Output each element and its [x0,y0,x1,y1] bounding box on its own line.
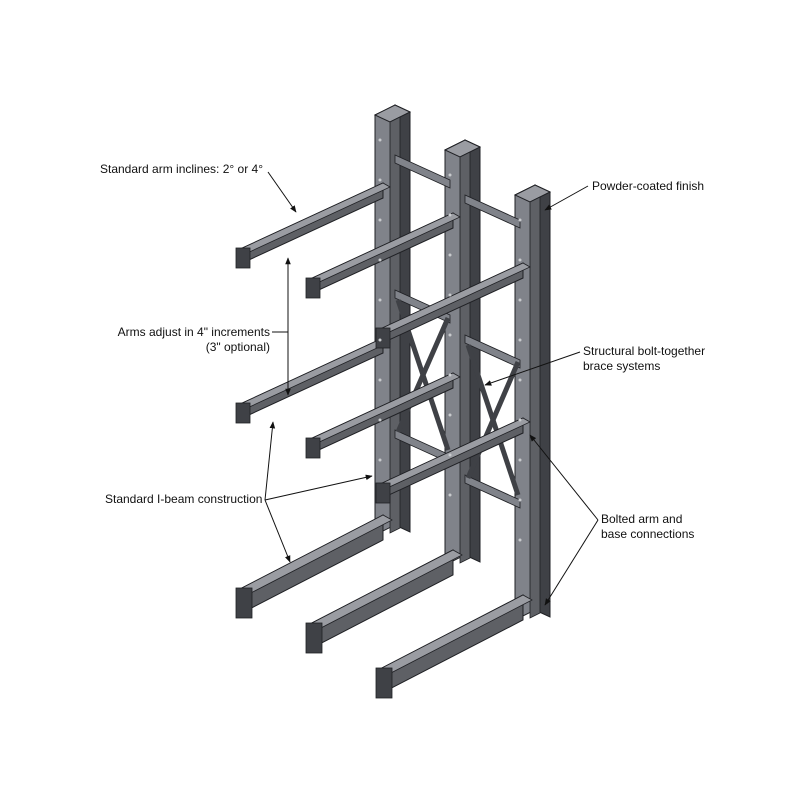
callout-powder-coated: Powder-coated finish [592,179,704,194]
callout-arm-inclines: Standard arm inclines: 2° or 4° [100,162,263,177]
callout-ibeam: Standard I-beam construction [105,492,262,507]
leader-powder [544,185,589,211]
leader-ibeam-2 [264,499,291,563]
leader-bolted-1 [529,434,599,521]
leader-lines [264,171,599,606]
bolt-holes [378,138,522,542]
callout-arm-inclines-text: Standard arm inclines: 2° or 4° [100,162,264,176]
leader-inclines [267,171,297,213]
arm-middle-top [305,212,461,299]
callout-brace-line2: brace systems [583,359,661,373]
arm-front-top [375,262,531,349]
arm-back-base [235,514,393,619]
arm-middle-base [305,549,463,654]
callout-bolted-line1: Bolted arm and [601,512,683,526]
brace-middle-front [464,194,521,509]
leader-bolted-2 [544,519,599,606]
leader-ibeam-1 [264,421,276,501]
leader-brace [484,351,581,386]
callout-brace-systems: Structural bolt-together brace systems [583,344,705,374]
upright-front [513,184,552,621]
arm-back-top [235,182,391,269]
callout-arms-adjust-line1: Arms adjust in 4" increments [117,325,270,339]
callout-arms-adjust: Arms adjust in 4" increments (3" optiona… [100,325,270,355]
callout-powder-coated-text: Powder-coated finish [592,179,705,193]
callout-bolted-line2: base connections [601,527,695,541]
arm-back-middle [235,337,391,424]
leader-ibeam-3 [264,474,373,501]
callout-arms-adjust-line2: (3" optional) [205,340,270,354]
callout-bolted-connections: Bolted arm and base connections [601,512,694,542]
arm-middle-middle [305,372,461,459]
arm-front-base [375,594,533,699]
callout-ibeam-text: Standard I-beam construction [105,492,263,506]
callout-brace-line1: Structural bolt-together [583,344,706,358]
arm-front-middle [375,417,531,504]
